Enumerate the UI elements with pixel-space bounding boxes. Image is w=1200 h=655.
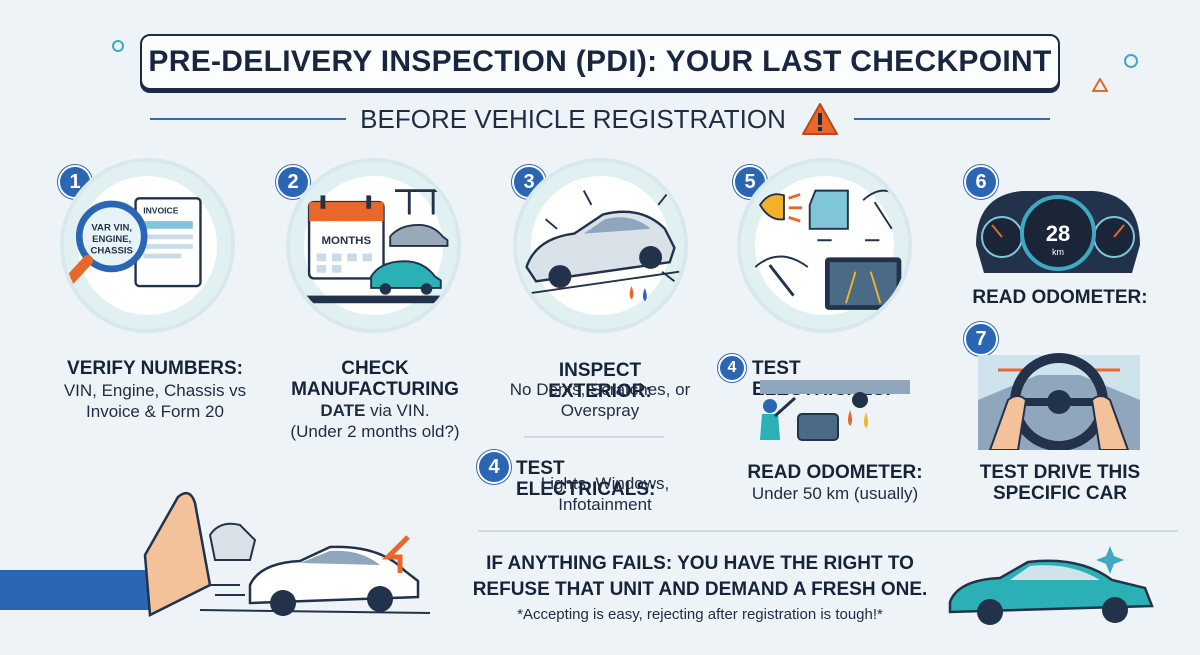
- subtitle-row: BEFORE VEHICLE REGISTRATION: [150, 99, 1051, 139]
- calendar-assembly-icon: MONTHS: [294, 189, 457, 304]
- page-title: PRE-DELIVERY INSPECTION (PDI): YOUR LAST…: [148, 45, 1052, 78]
- step-2-body-line1: DATE via VIN.: [270, 400, 480, 421]
- step-1-body: VIN, Engine, Chassis vs Invoice & Form 2…: [63, 381, 247, 421]
- svg-text:CHASSIS: CHASSIS: [91, 246, 133, 257]
- odometer-unit: km: [1052, 247, 1064, 257]
- sparkle-decoration-icon: [112, 40, 124, 52]
- divider: [150, 118, 347, 120]
- odometer-icon: 28 km: [976, 191, 1140, 273]
- step-3-title: INSPECT EXTERIOR:: [548, 360, 652, 402]
- footer-message-line2: REFUSE THAT UNIT AND DEMAND A FRESH ONE.: [472, 579, 928, 600]
- teal-car-icon: [948, 546, 1154, 625]
- underbody-mechanic-icon: [760, 380, 910, 441]
- step-number-badge: 6: [964, 165, 998, 199]
- step-2-illustration: MONTHS: [286, 158, 461, 333]
- step-number-badge: 4: [718, 354, 746, 382]
- divider: [524, 436, 664, 438]
- step-7-title: TEST DRIVE THIS SPECIFIC CAR: [979, 462, 1141, 504]
- step-2-title: CHECK MANUFACTURING: [291, 358, 459, 400]
- triangle-decoration-icon: [1092, 78, 1108, 92]
- page-subtitle: BEFORE VEHICLE REGISTRATION: [360, 103, 786, 134]
- step-3-body: No Dents, Scratches, or Overspray: [509, 380, 691, 420]
- step-1-illustration: INVOICE VAR VIN, ENGINE, CHASSIS: [60, 158, 235, 333]
- step-6-title: READ ODOMETER:: [972, 287, 1148, 308]
- step-5-illustration: [737, 158, 912, 333]
- sparkle-decoration-icon: [1124, 54, 1138, 68]
- odometer-value: 28: [1046, 221, 1070, 246]
- step-3-illustration: [513, 158, 688, 333]
- calendar-label: MONTHS: [322, 235, 372, 247]
- step-4-body: Lights, Windows, Infotainment: [540, 474, 670, 514]
- svg-text:VAR VIN,: VAR VIN,: [91, 223, 132, 234]
- step-2-body: (Under 2 months old?): [290, 422, 460, 441]
- step-5-title: READ ODOMETER:: [747, 462, 923, 483]
- divider: [853, 118, 1051, 120]
- step-4-title: TEST ELECTRICALS:: [516, 458, 656, 500]
- step-number-badge: 7: [964, 322, 998, 356]
- steering-wheel-icon: [978, 353, 1140, 450]
- magnifier-invoice-icon: INVOICE VAR VIN, ENGINE, CHASSIS: [64, 197, 202, 288]
- step-1-title: VERIFY NUMBERS:: [67, 358, 243, 379]
- footer-note: *Accepting is easy, rejecting after regi…: [517, 606, 883, 623]
- title-banner: PRE-DELIVERY INSPECTION (PDI): YOUR LAST…: [140, 34, 1060, 90]
- svg-text:ENGINE,: ENGINE,: [92, 234, 132, 245]
- step-5-body: Under 50 km (usually): [751, 484, 919, 503]
- invoice-label: INVOICE: [143, 206, 179, 216]
- warning-icon: [801, 103, 838, 135]
- stop-hand-car-icon: [0, 491, 431, 617]
- step-number-badge: 4: [477, 450, 511, 484]
- step-2-title-tail: DATE: [320, 401, 366, 420]
- divider: [478, 530, 1178, 532]
- lights-windows-camera-icon: [754, 189, 904, 310]
- footer-message-line1: IF ANYTHING FAILS: YOU HAVE THE RIGHT TO: [486, 553, 914, 574]
- car-exterior-icon: [525, 190, 680, 302]
- step-2-body-inline: via VIN.: [365, 401, 430, 420]
